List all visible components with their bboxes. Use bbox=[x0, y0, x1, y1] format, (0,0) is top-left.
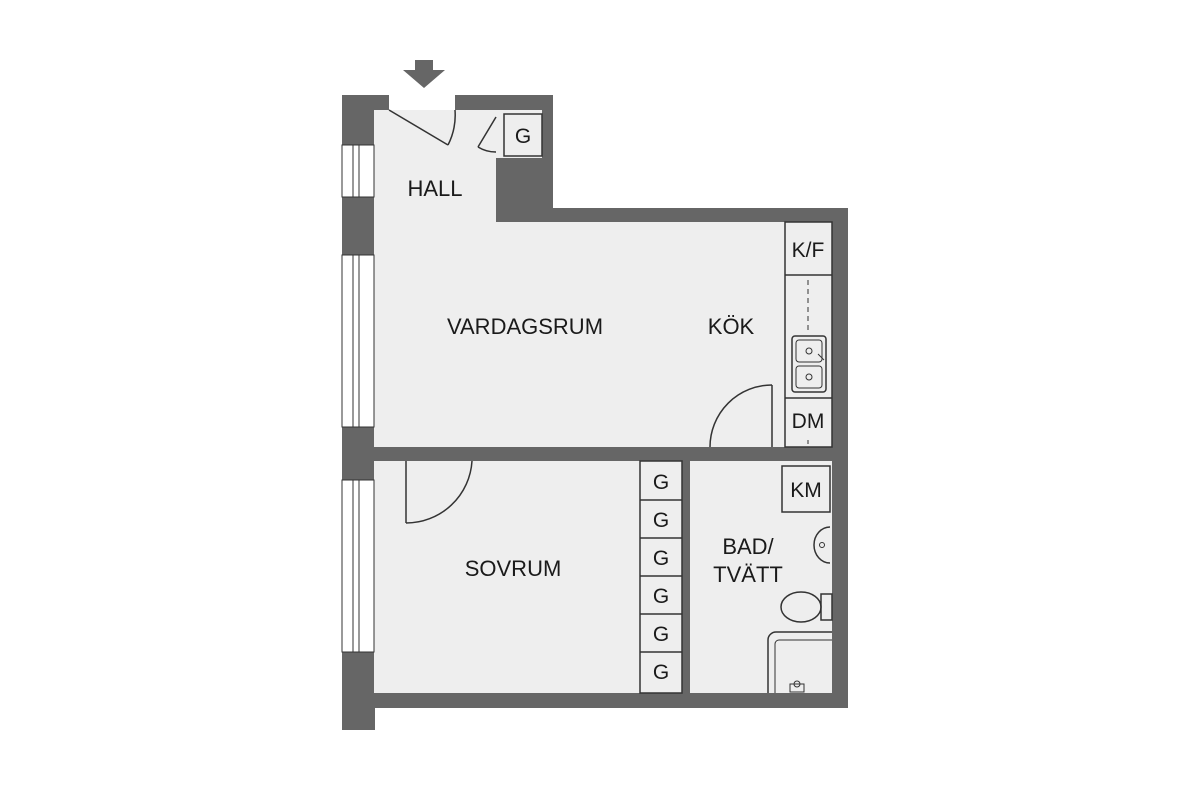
washing-machine bbox=[781, 465, 831, 513]
bedroom-wardrobes bbox=[639, 460, 683, 694]
wall-bedroom-top-left bbox=[374, 447, 406, 461]
fridge-freezer-label: K/F bbox=[792, 239, 825, 262]
bedroom-wardrobe-label: G bbox=[653, 661, 669, 684]
room-label-hall: HALL bbox=[407, 176, 462, 201]
window-living bbox=[341, 254, 375, 428]
kitchen-sink-icon bbox=[791, 335, 827, 393]
room-label-vardagsrum: VARDAGSRUM bbox=[447, 314, 603, 339]
wall-bedroom-top-right bbox=[472, 447, 710, 461]
bedroom-wardrobe-label: G bbox=[653, 585, 669, 608]
entrance-arrow-icon bbox=[403, 60, 445, 88]
floor-bathroom bbox=[690, 461, 832, 693]
hall-wardrobe bbox=[503, 113, 543, 157]
bedroom-wardrobe-label: G bbox=[653, 471, 669, 494]
window-bedroom bbox=[341, 479, 375, 653]
washbasin-icon bbox=[813, 525, 832, 565]
floor-bedroom bbox=[374, 461, 682, 693]
window-hall bbox=[341, 144, 375, 198]
bedroom-wardrobe-label: G bbox=[653, 509, 669, 532]
entrance-opening bbox=[389, 95, 455, 110]
hall-wardrobe-label: G bbox=[515, 125, 531, 148]
door-hall-closet bbox=[477, 116, 497, 153]
wall-bath-top bbox=[772, 447, 832, 461]
kitchen-counter bbox=[784, 221, 833, 448]
bedroom-wardrobe-label: G bbox=[653, 623, 669, 646]
shower-icon bbox=[767, 631, 832, 693]
door-entrance bbox=[388, 109, 456, 146]
bedroom-wardrobe-label: G bbox=[653, 547, 669, 570]
room-label-tvatt: TVÄTT bbox=[713, 562, 783, 587]
room-label-kok: KÖK bbox=[708, 314, 755, 339]
door-bedroom bbox=[405, 460, 473, 524]
floor-upper bbox=[374, 110, 832, 447]
room-label-sovrum: SOVRUM bbox=[465, 556, 562, 581]
toilet-icon bbox=[780, 591, 833, 623]
washing-machine-label: KM bbox=[790, 479, 822, 502]
room-label-bad: BAD/ bbox=[722, 534, 774, 559]
wall-bedroom-bath bbox=[682, 461, 690, 693]
door-bathroom bbox=[709, 384, 773, 448]
dishwasher-label: DM bbox=[792, 410, 825, 433]
